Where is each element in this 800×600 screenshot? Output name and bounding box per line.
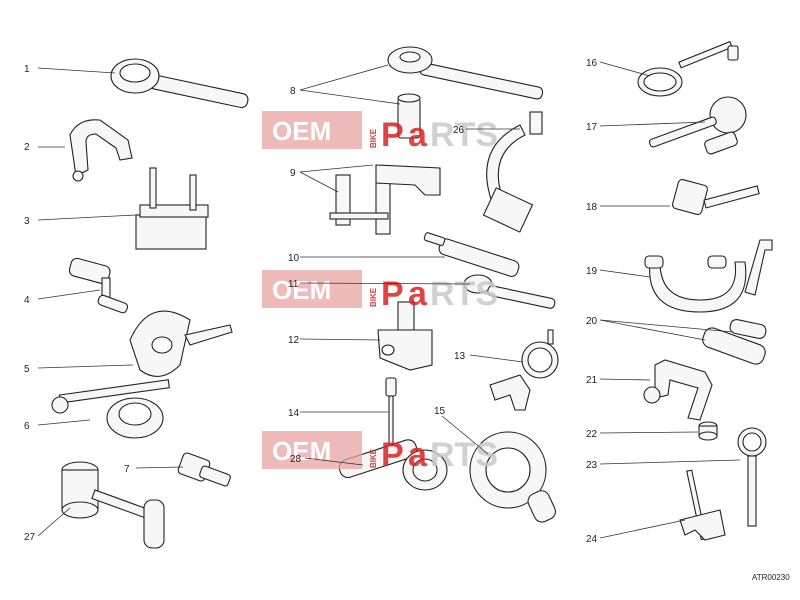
callout-7: 7 xyxy=(124,464,130,475)
svg-text:P: P xyxy=(381,116,404,154)
tool-26-arc xyxy=(482,111,543,233)
leader-lines xyxy=(37,61,741,539)
callout-27: 27 xyxy=(24,532,36,543)
svg-text:RTS: RTS xyxy=(430,436,498,474)
callout-20: 20 xyxy=(586,316,598,327)
watermark-row-2: OEM BIKE P a RTS xyxy=(262,270,498,313)
tool-15-ring xyxy=(469,431,556,523)
tool-27-socket-bar xyxy=(61,461,165,549)
watermark: OEM BIKE P a RTS OEM BIKE P a RTS OEM BI… xyxy=(262,111,498,474)
callout-2: 2 xyxy=(24,142,30,153)
callout-17: 17 xyxy=(586,122,598,133)
svg-text:OEM: OEM xyxy=(272,275,331,305)
callout-5: 5 xyxy=(24,364,30,375)
svg-text:BIKE: BIKE xyxy=(369,128,378,148)
callout-6: 6 xyxy=(24,421,30,432)
tool-16-strap xyxy=(637,40,739,97)
tool-9-plates xyxy=(329,164,441,235)
svg-text:P: P xyxy=(381,436,404,474)
tool-17-puller xyxy=(648,96,747,155)
callout-23: 23 xyxy=(586,460,598,471)
watermark-row-3: OEM BIKE P a RTS xyxy=(262,431,498,474)
callout-11: 11 xyxy=(288,279,299,290)
svg-text:a: a xyxy=(408,275,428,313)
tool-5-degree-wheel xyxy=(129,310,233,377)
callout-14: 14 xyxy=(288,408,300,419)
tool-13-dial-gauge xyxy=(489,329,559,411)
watermark-row-1: OEM BIKE P a RTS xyxy=(262,111,498,154)
tool-22-nut xyxy=(698,421,718,441)
svg-text:OEM: OEM xyxy=(272,116,331,146)
tool-10-rod xyxy=(423,232,520,277)
tool-12-holder xyxy=(377,301,433,371)
callout-1: 1 xyxy=(24,64,30,75)
svg-text:RTS: RTS xyxy=(430,116,498,154)
tool-21-bracket xyxy=(643,359,713,421)
tool-6-ring-clamp xyxy=(51,379,170,439)
svg-text:a: a xyxy=(408,436,428,474)
callout-10: 10 xyxy=(288,253,300,264)
tool-24-stand xyxy=(679,469,726,541)
svg-text:OEM: OEM xyxy=(272,436,331,466)
callout-24: 24 xyxy=(586,534,598,545)
drawing-code: ATR00230 xyxy=(752,573,790,582)
svg-text:P: P xyxy=(381,275,404,313)
tool-2-hook xyxy=(69,119,133,182)
tool-7-pin xyxy=(177,452,231,487)
tool-4-puller xyxy=(68,257,129,314)
callout-12: 12 xyxy=(288,335,300,346)
callout-15: 15 xyxy=(434,406,446,417)
tool-19-c-frame xyxy=(644,239,773,313)
callout-16: 16 xyxy=(586,58,598,69)
callout-28: 28 xyxy=(290,454,302,465)
svg-text:BIKE: BIKE xyxy=(369,287,378,307)
callout-8: 8 xyxy=(290,86,296,97)
callout-22: 22 xyxy=(586,429,598,440)
tool-1-wrench xyxy=(110,58,249,109)
tool-3-bracket xyxy=(135,167,209,250)
callout-13: 13 xyxy=(454,351,466,362)
callout-3: 3 xyxy=(24,216,30,227)
callout-21: 21 xyxy=(586,375,598,386)
callout-labels: 1 2 3 4 5 6 7 8 9 10 11 12 13 14 15 16 1… xyxy=(24,58,598,545)
tool-20-pins xyxy=(702,318,767,365)
tool-8-spanner xyxy=(387,46,544,139)
svg-text:RTS: RTS xyxy=(430,275,498,313)
tool-23-gauge xyxy=(737,427,767,527)
callout-18: 18 xyxy=(586,202,598,213)
callout-4: 4 xyxy=(24,295,30,306)
tool-18-fixture xyxy=(671,178,760,216)
callout-19: 19 xyxy=(586,266,598,277)
svg-text:a: a xyxy=(408,116,428,154)
callout-26: 26 xyxy=(453,125,465,136)
tool-11-key xyxy=(463,274,556,309)
callout-9: 9 xyxy=(290,168,296,179)
svg-text:BIKE: BIKE xyxy=(369,448,378,468)
